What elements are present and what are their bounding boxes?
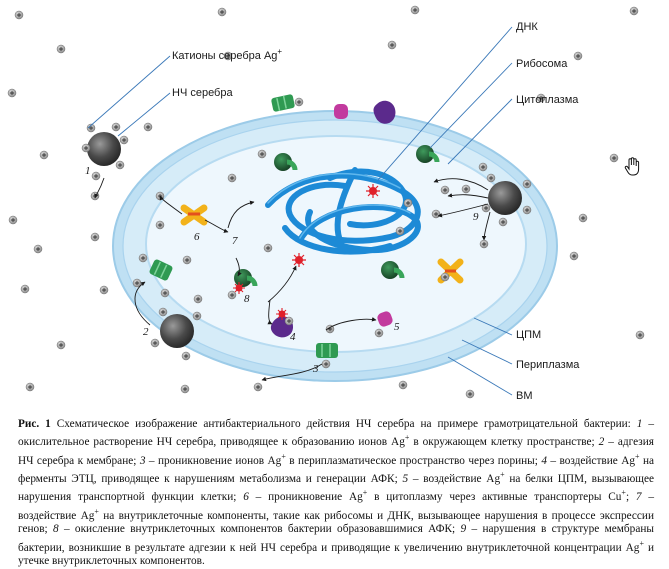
figure-caption: Рис. 1 Схематическое изображение антибак… xyxy=(18,418,654,569)
caption-segment: + xyxy=(281,451,286,461)
caption-segment: + xyxy=(362,488,368,498)
nanoparticle-icon xyxy=(81,122,129,181)
caption-segment: + xyxy=(404,433,410,443)
caption-segment: 4 xyxy=(541,454,547,467)
ribosome-icon xyxy=(274,153,298,171)
caption-segment: 2 xyxy=(598,436,605,449)
step-number-1: 1 xyxy=(85,165,91,177)
caption-segment: + xyxy=(639,538,644,548)
label-ribosome: Рибосома xyxy=(516,58,568,70)
caption-segment: – воздействие Ag xyxy=(18,491,655,522)
leader-lines xyxy=(87,26,513,396)
caption-segment: + xyxy=(621,488,626,498)
caption-segment: – воздействие Ag xyxy=(546,454,636,467)
ros-icon xyxy=(292,253,306,267)
caption-segment: на белки ЦПМ, вызывающее нарушения транс… xyxy=(18,473,654,504)
cu-transporter-icon xyxy=(180,204,208,226)
caption-segment: в периплазматическое пространство через … xyxy=(285,454,542,467)
caption-segment: в цитоплазму через активные транспортеры… xyxy=(367,491,622,504)
nanoparticle-icon xyxy=(150,307,202,361)
bacterium-diagram: Катионы серебра Ag+ НЧ серебра ДНК Рибос… xyxy=(7,5,645,402)
porin-icon xyxy=(271,94,295,112)
caption-segment: 5 xyxy=(402,473,409,486)
caption-segment: – проникновение ионов Ag xyxy=(145,454,282,467)
caption-segment: на внутриклеточные компоненты, такие как… xyxy=(18,509,655,536)
label-cations: Катионы серебра Ag+ xyxy=(172,47,282,62)
nanoparticle-icon xyxy=(481,173,532,227)
caption-segment: 8 xyxy=(52,523,59,536)
ribosome-icon xyxy=(416,145,440,163)
label-cpm: ЦПМ xyxy=(516,329,541,341)
label-periplasm: Периплазма xyxy=(516,359,580,371)
label-nanoparticles: НЧ серебра xyxy=(172,87,233,99)
etc-enzyme-icon xyxy=(373,100,396,124)
ros-icon xyxy=(233,282,245,294)
porin-icon xyxy=(316,343,338,358)
caption-segment: – проникновение Ag xyxy=(248,491,363,504)
ribosome-icon xyxy=(381,261,405,279)
step-number-5: 5 xyxy=(394,321,400,333)
caption-segment: + xyxy=(500,470,505,480)
caption-segment: 6 xyxy=(243,491,249,504)
caption-segment: 9 xyxy=(460,523,467,536)
step-number-8: 8 xyxy=(244,293,250,305)
process-arrows xyxy=(94,177,491,382)
caption-segment: на ферменты ЭТЦ, приводящее к нарушениям… xyxy=(18,454,655,486)
caption-segment: – нарушения в структуре мембраны бактери… xyxy=(18,523,654,554)
step-number-7: 7 xyxy=(232,235,238,247)
caption-segment: – адгезия НЧ серебра к мембране; xyxy=(18,436,654,467)
caption-segment: – воздействие Ag xyxy=(408,473,501,486)
label-cytoplasm: Цитоплазма xyxy=(516,94,579,106)
caption-segment: Схематическое изображение антибактериаль… xyxy=(50,418,637,430)
label-outer-membrane: ВМ xyxy=(516,390,533,402)
porin-icon xyxy=(149,259,173,281)
dna-icon xyxy=(265,167,421,255)
caption-segment: ; xyxy=(625,491,636,504)
membrane-protein-icon xyxy=(334,104,348,119)
caption-segment: + xyxy=(635,451,640,461)
ros-icon xyxy=(366,184,380,198)
caption-segment: – окисление внутриклеточных компонентов … xyxy=(58,523,461,536)
caption-segment: 1 xyxy=(636,418,643,430)
caption-segment: + xyxy=(94,507,99,517)
label-dna: ДНК xyxy=(516,21,538,33)
ros-icon xyxy=(276,308,288,320)
caption-segment: 7 xyxy=(635,491,642,504)
caption-title: Рис. 1 xyxy=(18,418,51,430)
step-number-3: 3 xyxy=(312,363,319,375)
step-number-9: 9 xyxy=(473,211,479,223)
membrane-protein-icon xyxy=(377,311,393,327)
step-number-4: 4 xyxy=(290,331,296,343)
step-number-2: 2 xyxy=(143,326,149,338)
caption-segment: 3 xyxy=(139,454,146,467)
step-number-6: 6 xyxy=(194,231,200,243)
caption-segment: в окружающем клетку пространстве; xyxy=(409,436,599,449)
hand-cursor-icon xyxy=(624,157,640,176)
caption-segment: – окислительное растворение НЧ серебра, … xyxy=(18,418,654,449)
caption-body: Схематическое изображение антибактериаль… xyxy=(18,418,654,567)
